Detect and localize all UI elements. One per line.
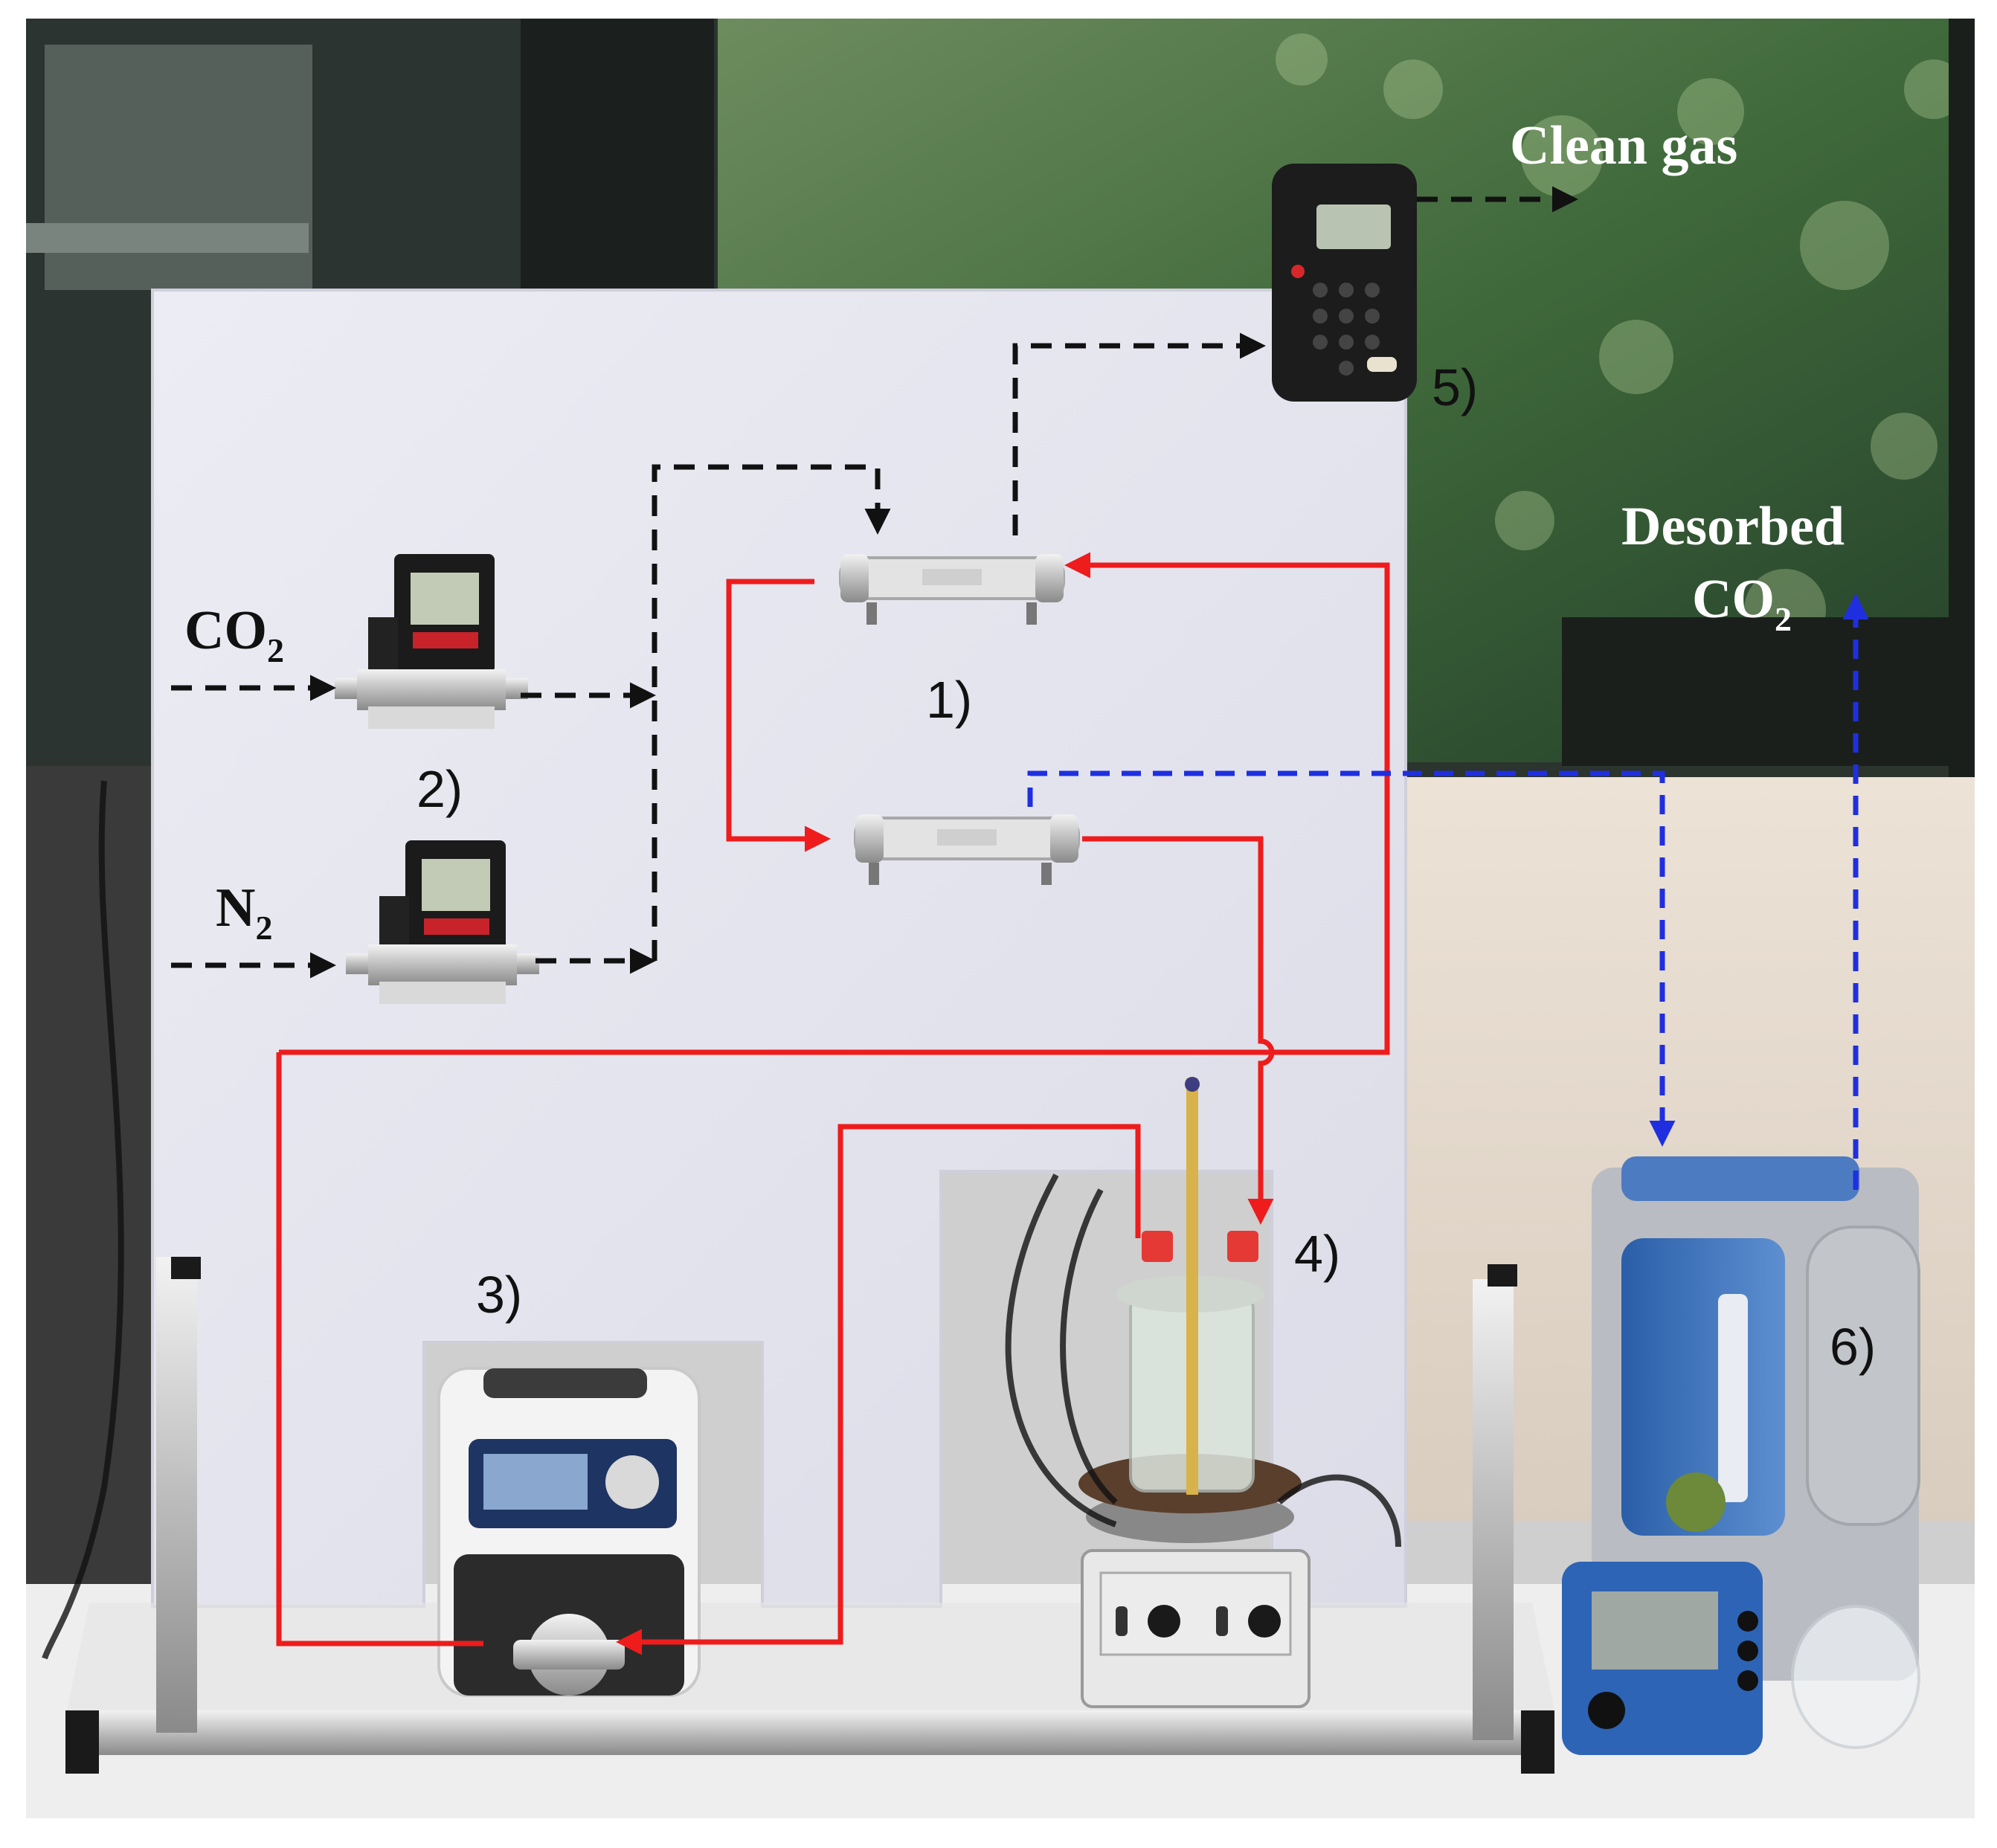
item-2-label: 2)	[417, 760, 463, 818]
clean-gas-label: Clean gas	[1510, 115, 1737, 176]
item-5-label: 5)	[1432, 358, 1478, 416]
gas-mixing-riser	[652, 464, 891, 961]
item-1-label: 1)	[926, 671, 972, 729]
contactor-top-to-bottom	[726, 579, 831, 852]
vacuum-suction-line	[1027, 770, 1676, 1147]
membrane-contactor-icon	[839, 554, 1065, 625]
pump-left-line	[276, 1052, 483, 1646]
cables	[42, 780, 1401, 1660]
n2-inlet-label: N2	[216, 878, 272, 947]
item-3-label: 3)	[476, 1266, 522, 1324]
gas-flow-lines	[171, 186, 1578, 979]
desorbed-co2-label: CO2	[1692, 569, 1792, 638]
item-4-label: 4)	[1294, 1225, 1340, 1283]
desorbed-flow-lines	[1027, 593, 1869, 1190]
reactor-to-pump-line	[616, 1124, 1141, 1655]
stirred-reactor-icon	[1078, 1077, 1311, 1708]
item-6-label: 6)	[1830, 1318, 1876, 1376]
peristaltic-pump-icon	[437, 1367, 701, 1697]
mass-flow-controller-icon	[346, 840, 539, 1004]
liquid-flow-lines	[276, 552, 1390, 1655]
mass-flow-controller-icon	[335, 554, 528, 729]
vacuum-pump-icon	[1562, 1156, 1920, 1755]
desorbed-label: Desorbed	[1621, 496, 1845, 557]
treated-gas-line	[1012, 332, 1266, 535]
membrane-contactor-icon	[854, 814, 1080, 885]
handheld-gas-analyzer-icon	[1272, 164, 1417, 402]
co2-inlet-label: CO2	[184, 600, 284, 669]
pump-return-line	[279, 552, 1390, 1055]
